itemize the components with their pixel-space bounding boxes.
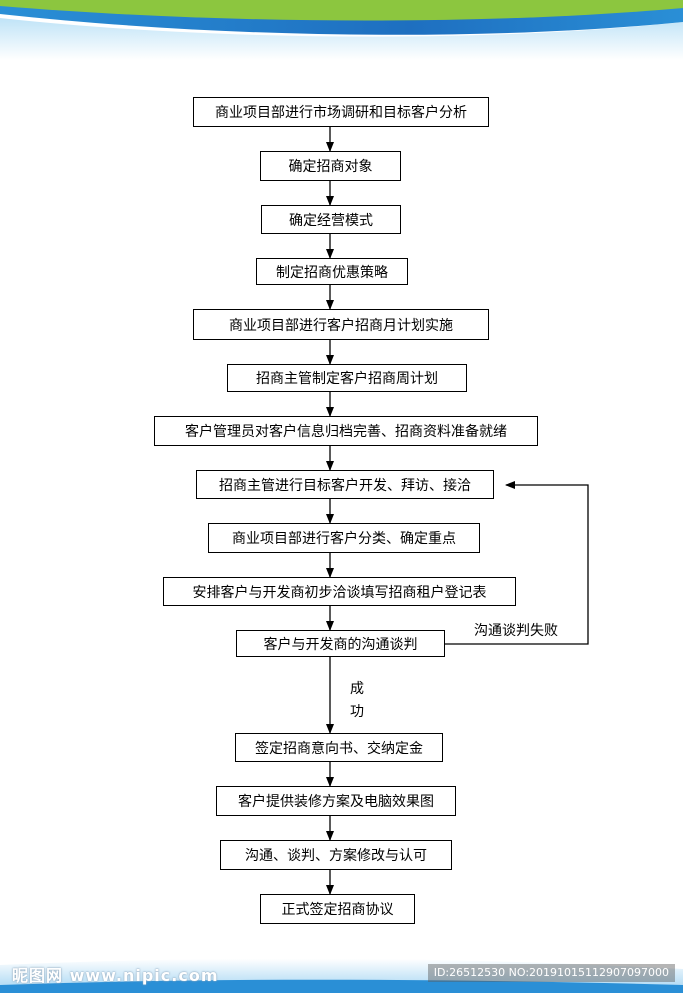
step-text-12: 签定招商意向书、交纳定金 <box>255 740 423 757</box>
step-box-15: 正式签定招商协议 <box>260 894 415 924</box>
step-text-10: 安排客户与开发商初步洽谈填写招商租户登记表 <box>192 584 487 601</box>
step-box-5: 商业项目部进行客户招商月计划实施 <box>193 309 489 340</box>
success-label-1: 成 <box>350 681 364 697</box>
watermark-id: ID:26512530 NO:20191015112907097000 <box>427 964 675 982</box>
step-text-9: 商业项目部进行客户分类、确定重点 <box>232 531 456 547</box>
step-box-6: 招商主管制定客户招商周计划 <box>227 364 467 392</box>
step-box-7: 客户管理员对客户信息归档完善、招商资料准备就绪 <box>154 416 538 446</box>
fail-loop-arrow <box>445 481 589 645</box>
step-text-15: 正式签定招商协议 <box>281 902 394 918</box>
step-text-3: 确定经营模式 <box>289 212 373 229</box>
watermark-site: 昵图网 www.nipic.com <box>12 966 219 985</box>
step-text-6: 招商主管制定客户招商周计划 <box>256 371 438 387</box>
step-text-5: 商业项目部进行客户招商月计划实施 <box>229 317 453 334</box>
success-label-2: 功 <box>350 704 364 720</box>
step-box-10: 安排客户与开发商初步洽谈填写招商租户登记表 <box>163 577 516 606</box>
step-text-1: 商业项目部进行市场调研和目标客户分析 <box>215 105 467 121</box>
step-text-11: 客户与开发商的沟通谈判 <box>263 636 418 653</box>
step-box-11: 客户与开发商的沟通谈判 <box>236 630 445 657</box>
step-text-7: 客户管理员对客户信息归档完善、招商资料准备就绪 <box>185 424 507 440</box>
step-box-8: 招商主管进行目标客户开发、拜访、接洽 <box>196 470 494 499</box>
step-box-13: 客户提供装修方案及电脑效果图 <box>216 786 456 816</box>
footer-wave-banner <box>0 958 683 993</box>
step-text-2: 确定招商对象 <box>288 159 373 175</box>
step-box-14: 沟通、谈判、方案修改与认可 <box>220 840 452 870</box>
step-text-14: 沟通、谈判、方案修改与认可 <box>245 848 427 864</box>
step-box-12: 签定招商意向书、交纳定金 <box>235 733 443 762</box>
header-wave-banner <box>0 0 683 60</box>
step-text-13: 客户提供装修方案及电脑效果图 <box>238 794 434 810</box>
step-box-1: 商业项目部进行市场调研和目标客户分析 <box>193 97 489 127</box>
step-box-4: 制定招商优惠策略 <box>256 258 408 285</box>
step-box-3: 确定经营模式 <box>261 205 401 234</box>
fail-label: 沟通谈判失败 <box>474 623 558 639</box>
step-box-2: 确定招商对象 <box>260 151 401 181</box>
step-text-8: 招商主管进行目标客户开发、拜访、接洽 <box>219 477 471 494</box>
step-text-4: 制定招商优惠策略 <box>276 264 388 281</box>
step-box-9: 商业项目部进行客户分类、确定重点 <box>208 523 480 553</box>
